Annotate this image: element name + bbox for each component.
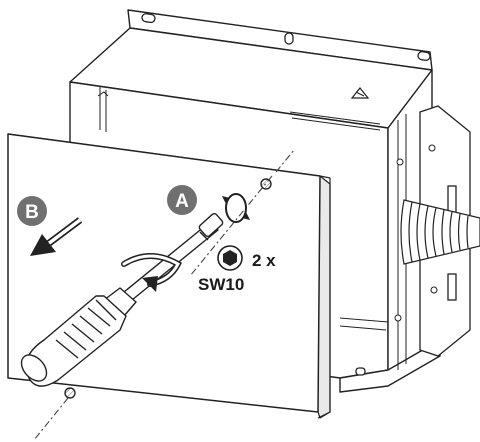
screw-axis-line — [33, 175, 273, 441]
marker-b-circle — [17, 196, 47, 226]
step-marker-b: B — [17, 196, 47, 226]
rotation-arrow-icon — [222, 193, 250, 223]
screwdriver-handle-end — [20, 354, 48, 382]
cover-screw-top — [260, 178, 272, 190]
tool-size-label: SW10 — [198, 275, 244, 294]
step-marker-a: A — [167, 185, 197, 215]
cover-screw-bottom — [64, 387, 76, 399]
bottom-flange — [339, 339, 441, 393]
hex-socket-icon — [217, 245, 243, 271]
flange-hole — [355, 367, 366, 376]
direction-arrow-icon — [30, 217, 83, 256]
marker-b-label: B — [25, 202, 39, 223]
cable-gland — [400, 199, 480, 265]
marker-a-circle — [167, 185, 197, 215]
quantity-label: 2 x — [252, 251, 276, 270]
marker-a-label: A — [175, 191, 189, 212]
screw-axis-line-top — [275, 149, 295, 173]
flange-hole — [284, 32, 294, 45]
turn-arrow-icon — [121, 253, 182, 292]
box-screws — [394, 144, 438, 322]
flange-hole — [141, 13, 156, 24]
screwdriver-socket — [198, 212, 224, 238]
flange-holes — [141, 13, 431, 376]
flange-hole — [417, 51, 431, 61]
